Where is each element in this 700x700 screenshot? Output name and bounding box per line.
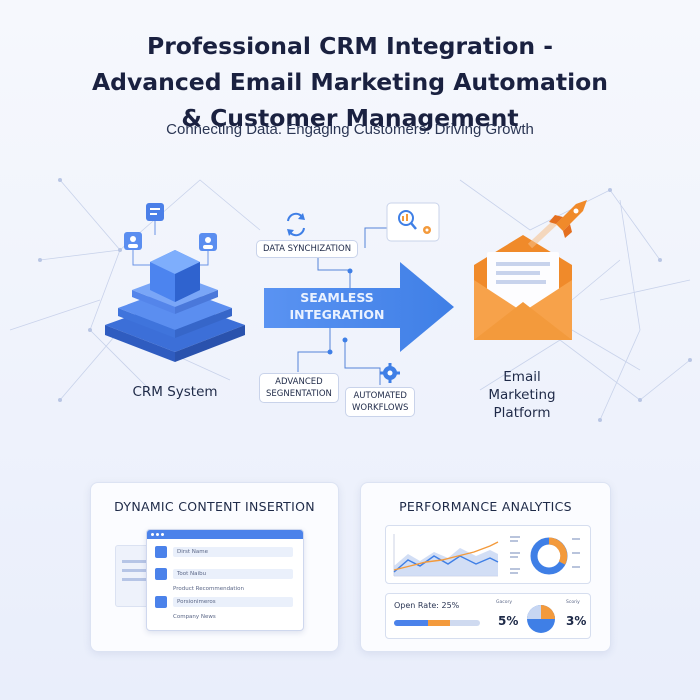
email-platform-label: Email Marketing Platform [470,368,574,422]
field-promotions: Porsionimeros [177,599,216,605]
line-chart-graphic [393,534,580,577]
crm-connectors [132,221,209,266]
data-sync-label: DATA SYNCHIZATION [256,240,359,258]
field-last-name: Toot Naibu [177,571,207,577]
advanced-seg-line-1: ADVANCED [275,377,323,387]
arrow-label-line-2: INTEGRATION [289,307,385,322]
advanced-segmentation-label: ADVANCED SEGNENTATION [259,373,339,403]
open-rate-label: Open Rate: 25% [394,601,460,610]
stats-panel: Open Rate: 25% Gacory Scoriy 5% 3% [385,593,591,639]
chart-panel [385,525,591,584]
performance-analytics-card: PERFORMANCE ANALYTICS Open Rate: 25% [360,482,611,652]
email-label-line-1: Email [503,369,541,385]
crm-system-icon [105,250,245,362]
dynamic-content-title: DYNAMIC CONTENT INSERTION [114,499,315,514]
avatar-icon [155,568,167,580]
open-rate-bar [394,620,480,626]
page-title: Professional CRM Integration - Advanced … [0,28,700,136]
profile-icon [199,233,217,251]
mini-label-b: Scoriy [566,600,580,605]
email-label-line-2: Marketing [488,387,556,403]
user-icon [124,232,142,250]
advanced-seg-line-2: SEGNENTATION [266,389,332,399]
integration-arrow [264,262,454,352]
email-envelope-icon [474,235,572,340]
rocket-icon [527,200,587,249]
stat-value-2: 3% [566,614,587,628]
field-row [173,569,293,579]
network-nodes [38,178,692,422]
chat-icon [146,203,164,221]
automated-line-2: WORKFLOWS [352,403,409,413]
avatar-icon [155,596,167,608]
content-window: Dirst Name Toot Naibu Product Recommenda… [146,529,304,631]
email-connectors [571,259,641,371]
page-subtitle: Connecting Data. Engaging Customers. Dri… [166,121,534,138]
field-first-name: Dirst Name [177,549,209,555]
feature-connectors [297,227,390,385]
stat-value-1: 5% [498,614,519,628]
integration-arrow-label: SEAMLESS INTEGRATION [272,289,402,323]
email-label-line-3: Platform [493,405,551,421]
dynamic-content-card: DYNAMIC CONTENT INSERTION Dirst Name Too… [90,482,339,652]
arrow-label-line-1: SEAMLESS [300,290,374,305]
mini-label-a: Gacory [496,600,512,605]
title-line-2: Advanced Email Marketing Automation [91,68,609,96]
crm-system-label: CRM System [132,384,218,400]
mini-pie-chart [527,605,555,633]
field-row [173,547,293,557]
title-line-1: Professional CRM Integration - [146,32,554,60]
field-row [173,597,293,607]
field-product-recommendation: Product Recommendation [173,586,244,592]
window-titlebar [147,530,303,539]
automated-workflows-label: AUTOMATED WORKFLOWS [345,387,416,417]
gear-icon [380,363,400,383]
field-company-news: Company News [173,614,216,620]
automated-line-1: AUTOMATED [353,391,407,401]
avatar-icon [155,546,167,558]
performance-analytics-title: PERFORMANCE ANALYTICS [399,499,572,514]
title-line-3: & Customer Management [181,104,519,132]
analytics-search-icon [386,202,440,242]
